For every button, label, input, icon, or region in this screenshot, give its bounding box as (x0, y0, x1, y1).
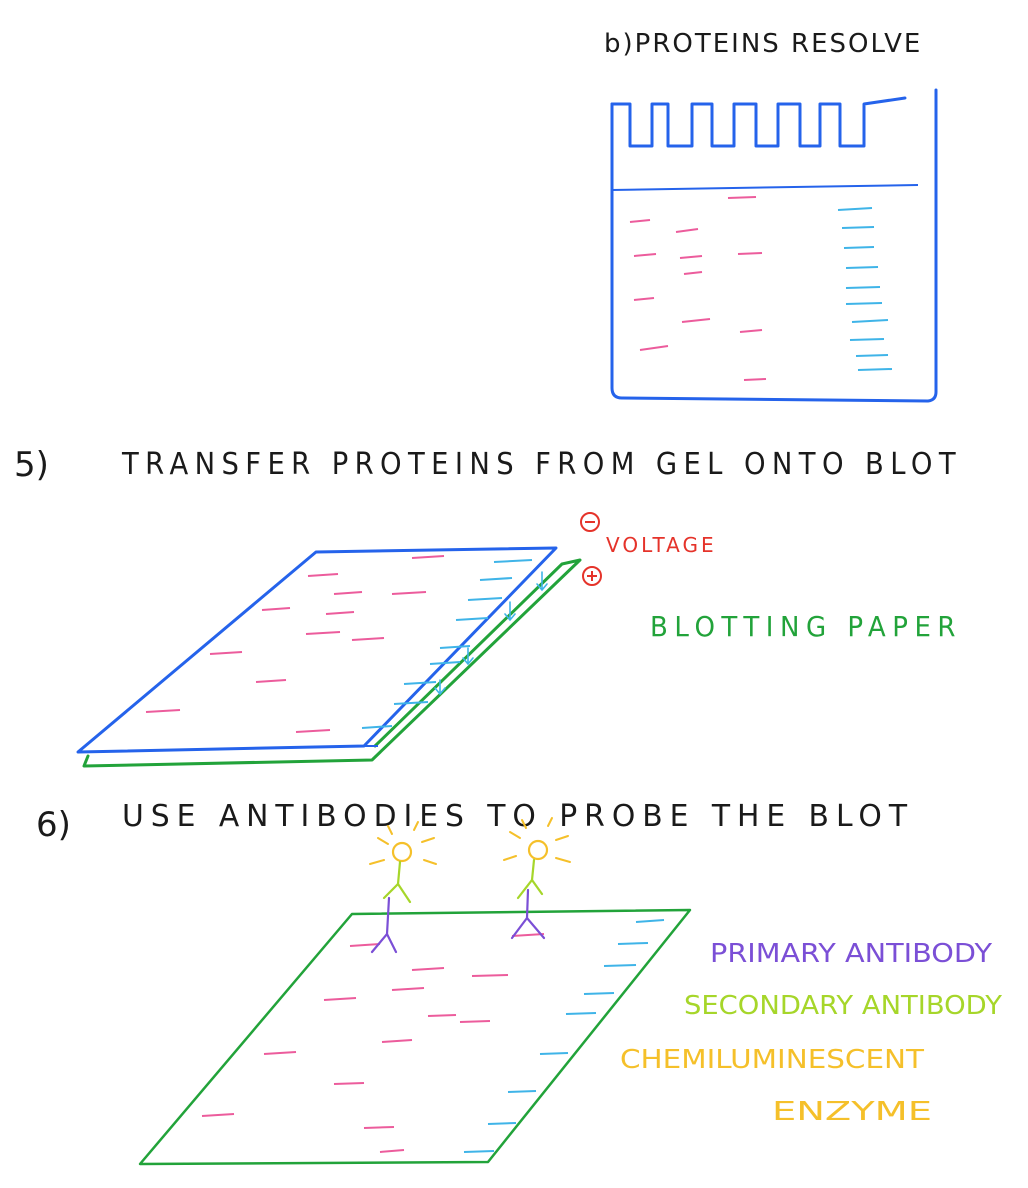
legend-enzyme: ENZYME (772, 1097, 932, 1127)
gel-band (739, 329, 763, 333)
gel-band (683, 271, 703, 275)
gel-stacking-divider (611, 184, 919, 191)
gel-band (639, 345, 669, 351)
gel-ladder-band (837, 207, 873, 211)
gel-ladder-band (845, 302, 883, 305)
gel-ladder-band (851, 319, 889, 323)
transfer-gel-outline (76, 546, 558, 754)
gel-bands (629, 196, 893, 381)
transfer-arrows (434, 571, 548, 696)
gel-ladder-band (855, 354, 889, 357)
primary-antibody-icon (370, 896, 398, 954)
blot-membrane-outline (138, 908, 692, 1166)
legend-secondary-antibody: SECONDARY ANTIBODY (684, 991, 1002, 1021)
gel-heading: b)PROTEINS RESOLVE (604, 29, 922, 59)
gel-band (681, 318, 711, 323)
primary-antibody-icon (510, 888, 546, 940)
antibody-complex-2 (503, 817, 571, 940)
step5-number: 5) (14, 445, 49, 485)
secondary-antibody-icon (382, 860, 412, 904)
blot-bands (201, 919, 665, 1153)
enzyme-glow-icon (369, 821, 437, 865)
positive-electrode-icon (582, 566, 602, 586)
gel-band (737, 252, 763, 255)
gel-outline (610, 88, 938, 403)
transfer-bands (145, 555, 533, 733)
step5-panel: 5) TRANSFER PROTEINS FROM GEL ONTO BLOT (14, 445, 962, 768)
secondary-antibody-icon (516, 858, 544, 900)
step6-number: 6) (36, 805, 71, 845)
gel-band (633, 253, 657, 257)
blotting-paper-label: BLOTTING PAPER (650, 610, 962, 643)
gel-ladder-band (845, 266, 879, 269)
gel-band (633, 297, 655, 301)
gel-wells (610, 96, 907, 148)
gel-band (675, 228, 699, 233)
gel-ladder-band (857, 368, 893, 371)
gel-panel: b)PROTEINS RESOLVE (604, 29, 938, 403)
blotting-paper-outline (82, 558, 582, 768)
gel-ladder-band (845, 286, 881, 289)
gel-ladder-band (843, 246, 875, 249)
enzyme-glow-icon (503, 817, 571, 863)
voltage-label: VOLTAGE (606, 533, 717, 557)
legend-primary-antibody: PRIMARY ANTIBODY (710, 939, 992, 969)
step6-panel: 6) USE ANTIBODIES TO PROBE THE BLOT (36, 799, 1002, 1166)
antibody-complex-1 (369, 821, 437, 954)
gel-band (743, 378, 767, 381)
gel-band (727, 196, 757, 199)
antibody-legend: PRIMARY ANTIBODY SECONDARY ANTIBODY CHEM… (620, 939, 1002, 1127)
negative-electrode-icon (580, 512, 600, 532)
gel-ladder-band (849, 338, 885, 341)
gel-ladder-band (841, 226, 875, 229)
legend-chemiluminescent: CHEMILUMINESCENT (620, 1045, 924, 1075)
voltage-indicator: VOLTAGE (580, 512, 717, 586)
enzyme-icon (391, 841, 413, 863)
enzyme-icon (527, 839, 549, 861)
step6-heading: USE ANTIBODIES TO PROBE THE BLOT (122, 799, 914, 834)
step5-heading: TRANSFER PROTEINS FROM GEL ONTO BLOT (121, 447, 962, 482)
gel-band (629, 219, 651, 223)
gel-band (679, 255, 703, 259)
